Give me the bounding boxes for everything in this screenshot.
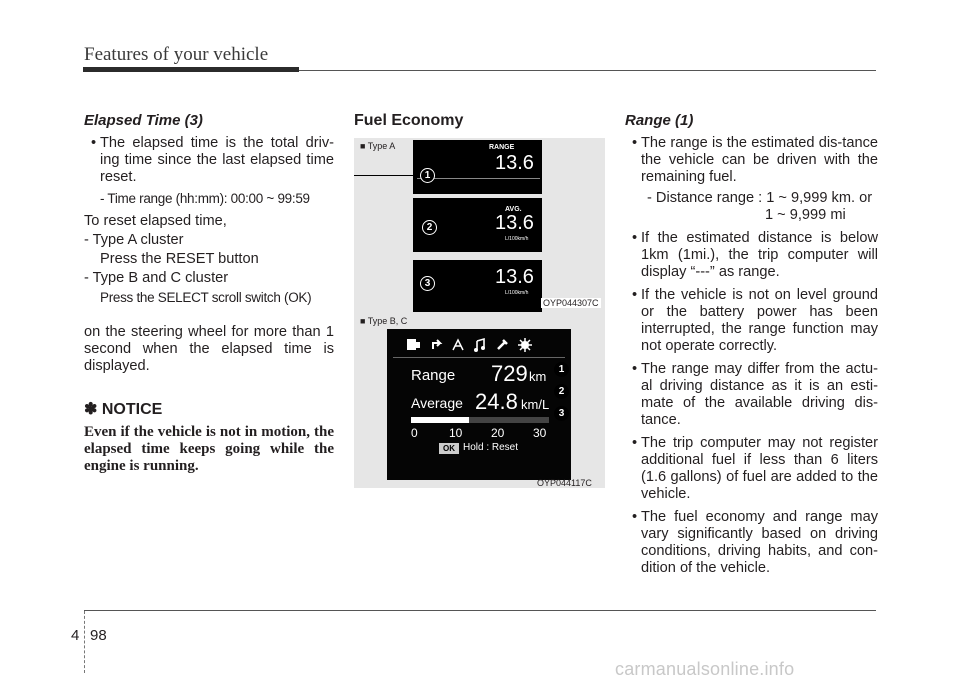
avg-value-b: 24.8 [475, 389, 518, 414]
header-rule [299, 70, 876, 71]
footer-divider [84, 611, 86, 673]
type-bc-cluster: - Type B and C cluster [84, 270, 229, 286]
avg-unit: L/100km/h [505, 236, 529, 242]
reset-intro: To reset elapsed time, [84, 213, 227, 229]
elapsed-bullet: The elapsed time is the total driv-ing t… [84, 135, 334, 186]
notice-body: Even if the vehicle is not in motion, th… [84, 424, 334, 474]
range-value: 13.6 [495, 152, 534, 174]
scale-30: 30 [533, 426, 547, 440]
distance-range-1: - Distance range : 1 ~ 9,999 km. or [647, 190, 873, 206]
lcd-bc-panel: Range 729 km Average 24.8 km/L 0 10 20 3… [387, 329, 571, 480]
range-bullet-2: If the estimated distance is below 1km (… [625, 230, 878, 281]
range-heading: Range (1) [625, 112, 694, 129]
mode-icons-row [407, 337, 532, 352]
callout-line [354, 175, 416, 176]
figure-code-a: OYP044307C [541, 298, 601, 308]
figure-type-a: ■ Type A RANGE 13.6 1 AVG. 13.6 L/100km/… [354, 138, 605, 312]
badge-1: 1 [420, 168, 435, 183]
elapsed-time-heading: Elapsed Time (3) [84, 112, 203, 129]
time-range: - Time range (hh:mm): 00:00 ~ 99:59 [100, 191, 310, 206]
hold-reset-text: Hold : Reset [463, 442, 519, 453]
page-number: 98 [90, 627, 107, 644]
header-bar [83, 67, 299, 72]
ok-button-icon: OK [439, 443, 459, 454]
badge-b2: 2 [554, 384, 569, 399]
lcd-range-panel: RANGE 13.6 [413, 140, 542, 194]
avg-label-b: Average [411, 395, 463, 411]
badge-b1: 1 [554, 362, 569, 377]
badge-b3: 3 [554, 406, 569, 421]
type-bc-label: ■ Type B, C [360, 316, 408, 326]
scale-0: 0 [411, 426, 418, 440]
type-bc-action: Press the SELECT scroll switch (OK) [100, 290, 312, 305]
gauge-fill [411, 417, 469, 423]
avg-label: AVG. [505, 206, 522, 213]
range-bullet-6: The fuel economy and range may vary sign… [625, 509, 878, 577]
fuel-economy-heading: Fuel Economy [354, 112, 464, 129]
badge-3: 3 [420, 276, 435, 291]
watermark: carmanualsonline.info [615, 659, 795, 679]
distance-range-2: 1 ~ 9,999 mi [765, 207, 846, 223]
left-column: Elapsed Time (3) The elapsed time is the… [84, 112, 334, 475]
icons-divider [393, 357, 565, 358]
inst-value: 13.6 [495, 266, 534, 288]
range-label-b: Range [411, 367, 456, 384]
range-bullet-4: The range may differ from the actu-al dr… [625, 361, 878, 429]
footer-rule [84, 610, 876, 611]
panel-divider [417, 178, 540, 179]
notice-heading: ✽ NOTICE [84, 401, 163, 418]
badge-2: 2 [422, 220, 437, 235]
figure-type-bc: ■ Type B, C Range 729 km Average 24.8 km… [354, 312, 605, 488]
steering-text: on the steering wheel for more than 1 se… [84, 324, 334, 374]
scale-10: 10 [449, 426, 463, 440]
inst-unit: L/100km/h [505, 290, 529, 296]
range-value-b: 729 [491, 361, 528, 386]
scale-20: 20 [491, 426, 505, 440]
range-bullet-1: The range is the estimated dis-tance the… [625, 135, 878, 186]
range-label: RANGE [489, 144, 515, 151]
type-a-label: ■ Type A [360, 141, 396, 151]
right-column: Range (1) The range is the estimated dis… [625, 112, 878, 577]
avg-value: 13.6 [495, 212, 534, 234]
avg-unit-b: km/L [521, 397, 550, 412]
range-unit-b: km [529, 369, 547, 384]
figure-code-b: OYP044117C [537, 478, 592, 488]
type-a-cluster: - Type A cluster [84, 232, 184, 248]
fuel-economy-gauge [411, 417, 549, 423]
section-number: 4 [71, 627, 80, 644]
running-header: Features of your vehicle [84, 44, 269, 65]
type-a-action: Press the RESET button [100, 251, 259, 267]
range-bullet-3: If the vehicle is not on level ground or… [625, 287, 878, 355]
range-bullet-5: The trip computer may not register addit… [625, 435, 878, 503]
